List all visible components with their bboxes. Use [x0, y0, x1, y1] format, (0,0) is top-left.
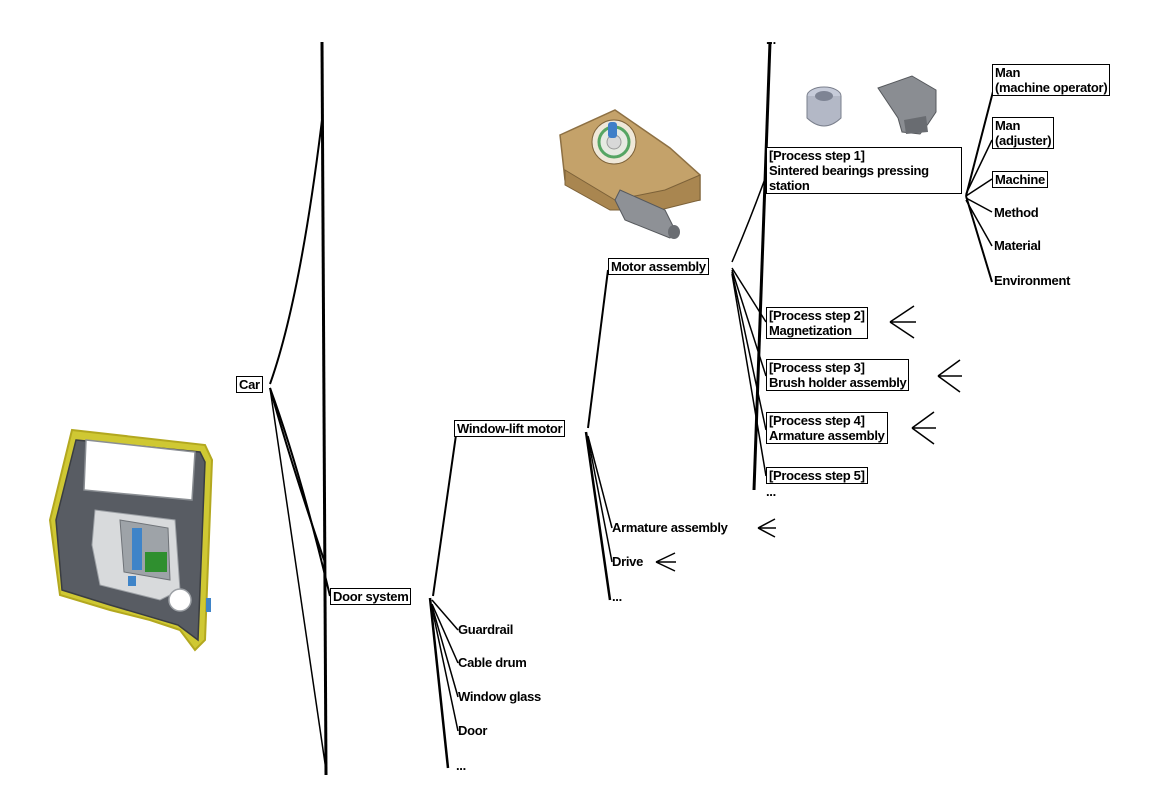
ps4-link — [731, 271, 767, 431]
cable-drum-link — [431, 603, 459, 664]
process-step-1-desc: Sintered bearings pressing — [769, 163, 929, 178]
car-node: Car — [236, 376, 263, 393]
armature-fishbone-arrow — [757, 518, 776, 538]
drive-label: Drive — [612, 554, 644, 569]
window-glass-label: Window glass — [458, 689, 541, 704]
window-lift-motor-image — [559, 109, 701, 239]
process-step-5-node: [Process step 5] — [766, 467, 868, 484]
motor-assembly-node: Motor assembly — [608, 258, 709, 275]
man-adjuster-title: Man — [995, 118, 1021, 133]
machine-link — [965, 178, 993, 197]
man-adjuster-link — [965, 139, 993, 195]
door-label: Door — [458, 723, 488, 738]
process-step-3-title: [Process step 3] — [769, 360, 865, 375]
ps2-link — [731, 267, 767, 323]
process-step-2-node: [Process step 2] Magnetization — [766, 307, 868, 339]
wlm-spine-down — [584, 431, 612, 601]
process-step-1-node: [Process step 1] Sintered bearings press… — [766, 147, 962, 194]
process-step-1-title: [Process step 1] — [769, 148, 865, 163]
door-system-node: Door system — [330, 588, 412, 605]
method-label: Method — [994, 205, 1039, 220]
sixm-spine — [965, 79, 997, 197]
car-door-image — [48, 428, 214, 652]
process-step-2-desc: Magnetization — [769, 323, 852, 338]
man-operator-node: Man (machine operator) — [992, 64, 1111, 96]
man-operator-role: (machine operator) — [995, 80, 1108, 95]
guardrail-label: Guardrail — [458, 622, 514, 637]
window-lift-motor-node: Window-lift motor — [454, 420, 566, 437]
man-adjuster-node: Man (adjuster) — [992, 117, 1055, 149]
process-step-2-title: [Process step 2] — [769, 308, 865, 323]
door-system-spine — [432, 434, 457, 597]
process-step-4-title: [Process step 4] — [769, 413, 865, 428]
drive-fishbone-arrow — [655, 552, 676, 572]
material-label: Material — [994, 238, 1041, 253]
armature-link — [587, 435, 613, 529]
sintered-bearings-image — [806, 75, 937, 135]
process-step-3-node: [Process step 3] Brush holder assembly — [766, 359, 910, 391]
ellipsis-motor-top: ... — [766, 32, 776, 47]
ellipsis-window-lift: ... — [612, 589, 622, 604]
ps3-fishbone-arrow — [937, 359, 962, 393]
process-step-3-desc: Brush holder assembly — [769, 375, 907, 390]
ps3-link — [731, 269, 767, 377]
process-step-4-desc: Armature assembly — [769, 428, 885, 443]
ps1-link — [731, 175, 767, 263]
man-adjuster-role: (adjuster) — [995, 133, 1052, 148]
motor-assembly-spine — [752, 41, 772, 491]
ellipsis-motor-bottom: ... — [766, 484, 776, 499]
ps2-fishbone-arrow — [889, 305, 916, 339]
process-step-1-desc2: station — [769, 178, 810, 193]
process-step-4-node: [Process step 4] Armature assembly — [766, 412, 888, 444]
wlm-spine-up — [587, 269, 609, 429]
environment-label: Environment — [994, 273, 1071, 288]
car-connector-lower2 — [269, 387, 327, 771]
ellipsis-door-system: ... — [456, 758, 466, 773]
machine-node: Machine — [992, 171, 1048, 188]
door-system-connector — [269, 387, 331, 597]
door-link — [431, 607, 459, 732]
armature-assembly-label: Armature assembly — [612, 520, 728, 535]
guardrail-link — [431, 599, 459, 631]
door-system-down — [428, 597, 450, 769]
cable-drum-label: Cable drum — [458, 655, 527, 670]
main-spine — [320, 41, 328, 776]
drive-link — [587, 437, 613, 563]
method-link — [965, 197, 993, 213]
ps5-link — [731, 273, 767, 477]
man-operator-title: Man — [995, 65, 1021, 80]
car-connector — [269, 119, 323, 385]
ps4-fishbone-arrow — [911, 411, 936, 445]
sixm-down — [965, 195, 993, 283]
material-link — [965, 199, 993, 247]
window-glass-link — [431, 605, 459, 698]
